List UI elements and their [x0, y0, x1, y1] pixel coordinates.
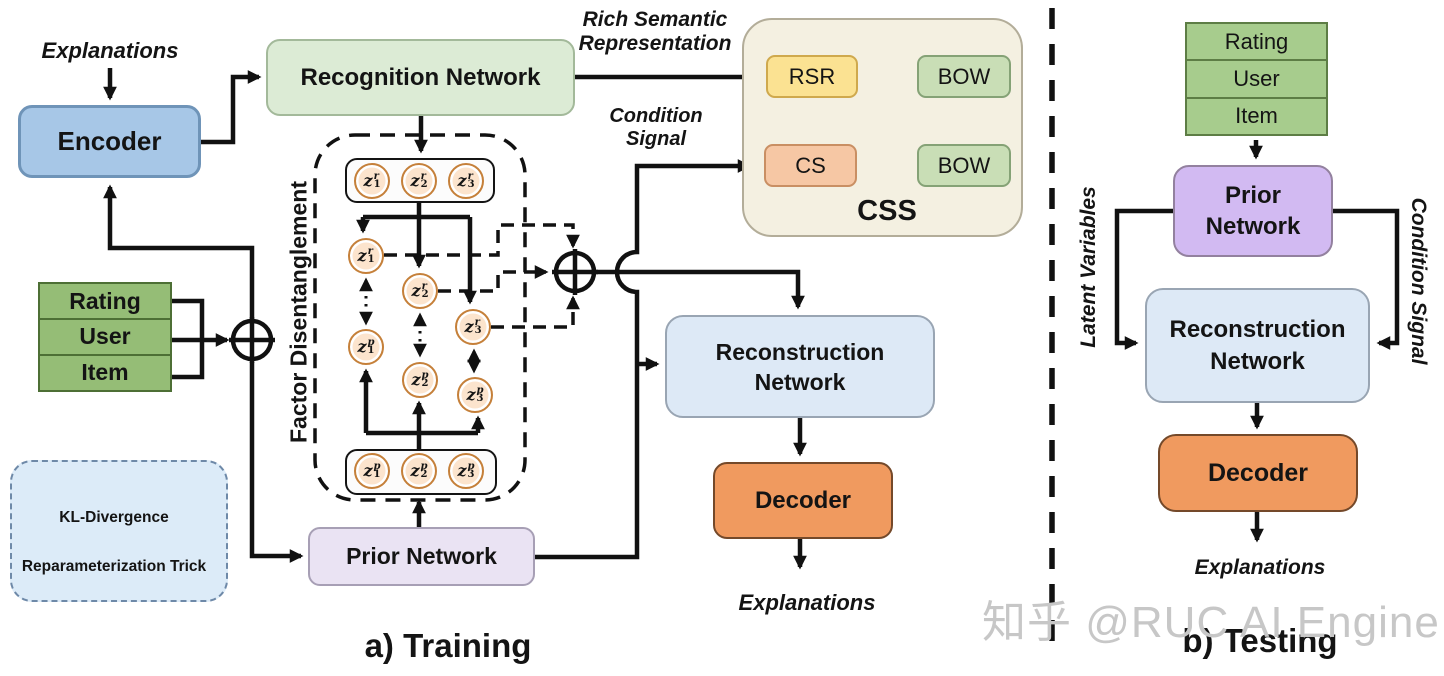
input-rating-b: Rating [1185, 22, 1328, 62]
cs-box: CS [764, 144, 857, 187]
latent-variables-label-b: Latent Variables [1077, 186, 1100, 348]
caption-testing: b) Testing [1182, 622, 1338, 659]
bow-top-label: BOW [937, 63, 991, 89]
decoder-box-a: Decoder [713, 462, 893, 539]
css-title: CSS [857, 195, 917, 227]
wire-condition-signal-b [1333, 208, 1400, 350]
input-stack-b: Rating User Item [1185, 22, 1328, 136]
wire-encoder-to-recognition [201, 70, 262, 145]
condition-signal-label-b: Condition Signal [1407, 197, 1430, 365]
reparam-operator-cross [552, 249, 598, 295]
prior-network-box-b: Prior Network [1173, 165, 1333, 257]
reconstruction-network-box-b: Reconstruction Network [1145, 288, 1370, 403]
prior-label-a: Prior Network [346, 543, 497, 569]
watermark-text: 知乎 @RUC AI Engine [982, 598, 1440, 647]
explanations-input-label: Explanations [41, 38, 179, 63]
rsr-box: RSR [766, 55, 858, 98]
factor-disentanglement-label: Factor Disentanglement [285, 181, 312, 443]
prior-network-box-a: Prior Network [308, 527, 535, 586]
concat-operator-cross [229, 317, 275, 363]
wire-z2r-to-reparam [438, 265, 549, 293]
wire-latent-rect-split-bar-top [363, 203, 470, 220]
input-item-b: Item [1185, 96, 1328, 136]
input-user-b: User [1185, 59, 1328, 99]
input-rating-a: Rating [38, 282, 172, 321]
legend-box [10, 460, 228, 602]
reconstruction-network-box-a: Reconstruction Network [665, 315, 935, 418]
decoder-label-b: Decoder [1207, 458, 1309, 487]
explanations-output-label-b: Explanations [1194, 556, 1326, 579]
factor-disentanglement-box [313, 133, 527, 502]
encoder-box: Encoder [18, 105, 201, 178]
legend-kl-label: KL-Divergence [59, 509, 169, 526]
wire-inputs-to-concat [171, 298, 227, 380]
wire-latent-rect-split-bar-bottom [366, 430, 478, 449]
condition-signal-label-a: Condition Signal [609, 105, 703, 150]
wire-concat-to-prior [249, 362, 304, 563]
explanations-output-label-a: Explanations [738, 590, 876, 615]
wire-reparam-to-reconstruction [595, 269, 805, 310]
css-panel [742, 18, 1023, 237]
wire-concat-to-encoder [103, 184, 255, 320]
recognition-label: Recognition Network [300, 63, 541, 91]
input-stack-a: Rating User Item [38, 282, 172, 392]
bow-top-box: BOW [917, 55, 1011, 98]
recognition-network-box: Recognition Network [266, 39, 575, 116]
encoder-label: Encoder [57, 126, 162, 156]
caption-training: a) Training [364, 627, 532, 664]
wire-z1r-to-reparam [384, 223, 580, 257]
bow-bottom-box: BOW [917, 144, 1011, 187]
decoder-box-b: Decoder [1158, 434, 1358, 512]
decoder-label-a: Decoder [754, 486, 852, 514]
wire-z3r-to-reparam [491, 295, 580, 329]
cs-label: CS [795, 152, 826, 178]
input-item-a: Item [38, 353, 172, 392]
legend-reparam-label: Reparameterization Trick [21, 558, 207, 575]
wire-latent-variables-b [1114, 208, 1173, 350]
rich-semantic-label: Rich Semantic Representation [578, 8, 732, 55]
rsr-label: RSR [788, 63, 836, 89]
input-user-a: User [38, 317, 172, 357]
bow-bottom-label: BOW [937, 152, 991, 178]
